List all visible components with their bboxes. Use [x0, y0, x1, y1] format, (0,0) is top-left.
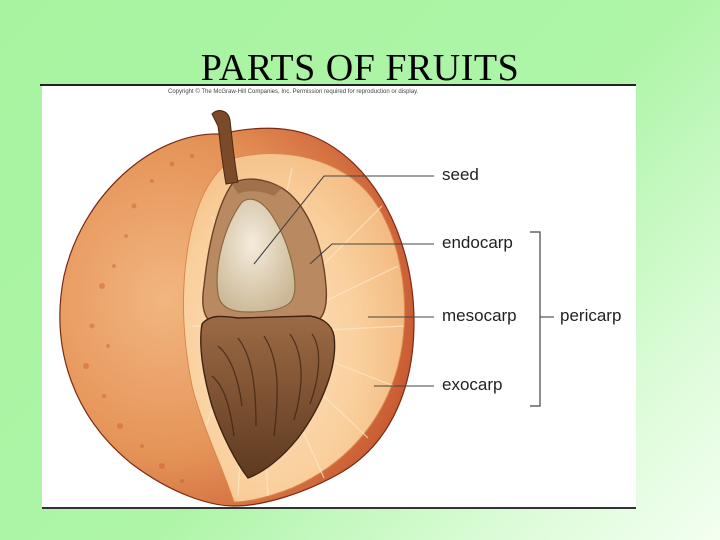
pericarp-bracket: [530, 232, 540, 406]
seed-label: seed: [442, 165, 479, 185]
mesocarp-label: mesocarp: [442, 306, 517, 326]
peach-diagram: Copyright © The McGraw-Hill Companies, I…: [42, 86, 636, 508]
peach-illustration: [42, 86, 636, 508]
exocarp-label: exocarp: [442, 375, 502, 395]
copyright-notice: Copyright © The McGraw-Hill Companies, I…: [168, 89, 418, 95]
figure-bottom-rule: [42, 507, 636, 509]
pericarp-label: pericarp: [560, 306, 621, 326]
endocarp-label: endocarp: [442, 233, 513, 253]
